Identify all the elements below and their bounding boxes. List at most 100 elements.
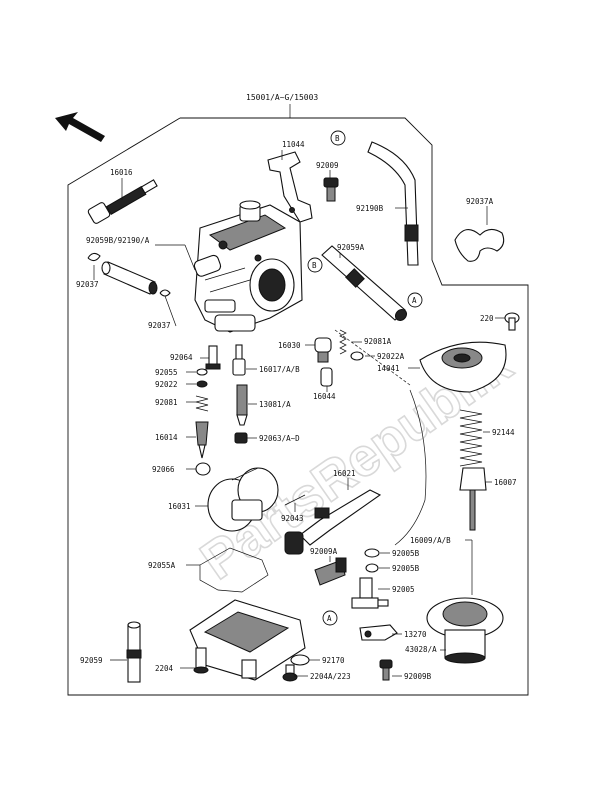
top-cover-14041 [419, 341, 507, 393]
label-92081: 92081 [155, 398, 178, 407]
o-ring-92022a [350, 351, 364, 361]
washer-92022 [196, 380, 208, 388]
ref-marker-a-right: A [407, 292, 423, 308]
front-direction-arrow [55, 112, 105, 142]
clamp-92170 [290, 654, 310, 666]
screw-92063 [234, 432, 248, 444]
label-2204a: 2204A/223 [310, 672, 351, 681]
label-220: 220 [480, 314, 494, 323]
clip-92037 [87, 252, 101, 262]
label-92066: 92066 [152, 465, 175, 474]
needle-13081 [236, 384, 248, 426]
screw-2204 [193, 647, 209, 674]
cap-92066 [195, 462, 211, 476]
label-92059a: 92059A [337, 243, 365, 252]
label-16009: 16009/A/B [410, 536, 451, 545]
o-ring-92005b-a [364, 548, 380, 558]
screw-92009b [379, 659, 393, 681]
ref-marker-b-mid: B [307, 257, 323, 273]
diaphragm-43028 [426, 597, 504, 664]
part-16044 [320, 367, 333, 387]
float-16031 [207, 467, 279, 532]
svg-text:A: A [412, 296, 417, 305]
label-92009a: 92009A [310, 547, 338, 556]
carburetor-body [193, 200, 303, 333]
svg-text:B: B [312, 261, 317, 270]
fitting-92005 [351, 577, 389, 609]
label-92009: 92009 [316, 161, 339, 170]
assembly-outline [67, 117, 529, 696]
choke-lever-16021 [284, 489, 382, 555]
jet-16017 [232, 344, 246, 376]
screw-2204a [282, 664, 298, 682]
assembly-reference-label: 15001/A~G/15003 [246, 93, 318, 102]
tube-92059a [321, 245, 408, 322]
throttle-cable [394, 389, 427, 546]
plate-13270 [359, 624, 398, 641]
ref-marker-a-bottom: A [322, 610, 338, 626]
label-16044: 16044 [313, 392, 336, 401]
label-92005: 92005 [392, 585, 415, 594]
drain-screw-92009a [314, 557, 347, 586]
label-92037-top: 92037 [76, 280, 99, 289]
ref-marker-b-top: B [330, 130, 346, 146]
label-16017: 16017/A/B [259, 365, 300, 374]
label-92055: 92055 [155, 368, 178, 377]
label-16021: 16021 [333, 469, 356, 478]
label-92005b-top: 92005B [392, 549, 420, 558]
holder-16007 [459, 467, 487, 531]
label-13081: 13081/A [259, 400, 291, 409]
label-92037a: 92037A [466, 197, 494, 206]
pipe-92059b [101, 261, 158, 295]
label-16031: 16031 [168, 502, 191, 511]
label-14041: 14041 [377, 364, 400, 373]
clip-92037-b [159, 289, 171, 297]
part-labels: 11044 16016 92009 92190B 92037A 92059B/9… [76, 140, 517, 681]
tube-92190b [367, 141, 419, 266]
label-92063: 92063/A~D [259, 434, 300, 443]
float-bowl-gasket-92055a [199, 547, 269, 593]
label-92005b-bottom: 92005B [392, 564, 420, 573]
float-bowl [189, 599, 306, 681]
label-16016: 16016 [110, 168, 133, 177]
spring-92081a [339, 329, 347, 355]
leader-lines [93, 150, 505, 677]
label-92043: 92043 [281, 514, 304, 523]
spring-92081 [195, 395, 209, 412]
label-92059b: 92059B/92190/A [86, 236, 150, 245]
label-16007: 16007 [494, 478, 517, 487]
pin-92043 [284, 494, 306, 506]
jet-92064 [205, 345, 221, 370]
air-screw-16016 [87, 179, 158, 224]
label-16014: 16014 [155, 433, 178, 442]
label-92037-mid: 92037 [148, 321, 171, 330]
label-92081a: 92081A [364, 337, 392, 346]
screw-92009 [323, 177, 339, 202]
svg-text:A: A [327, 614, 332, 623]
label-43028: 43028/A [405, 645, 437, 654]
bracket-11044 [267, 151, 313, 223]
label-92009b: 92009B [404, 672, 432, 681]
label-92022a: 92022A [377, 352, 405, 361]
label-2204: 2204 [155, 664, 174, 673]
label-16030: 16030 [278, 341, 301, 350]
label-92190b: 92190B [356, 204, 384, 213]
pipe-92059 [126, 621, 142, 683]
clamp-92037a [454, 228, 505, 262]
label-92170: 92170 [322, 656, 345, 665]
label-92064: 92064 [170, 353, 193, 362]
label-92059: 92059 [80, 656, 103, 665]
label-13270: 13270 [404, 630, 427, 639]
label-92022: 92022 [155, 380, 178, 389]
screw-220 [504, 312, 520, 331]
svg-text:B: B [335, 134, 340, 143]
label-92055a: 92055A [148, 561, 176, 570]
spring-92144 [459, 409, 483, 467]
o-ring-92055 [196, 368, 208, 376]
o-ring-92005b-b [365, 563, 379, 573]
label-92144: 92144 [492, 428, 515, 437]
label-11044: 11044 [282, 140, 305, 149]
needle-jet-holder-16030 [314, 337, 332, 363]
pilot-screw-16014 [195, 421, 209, 459]
